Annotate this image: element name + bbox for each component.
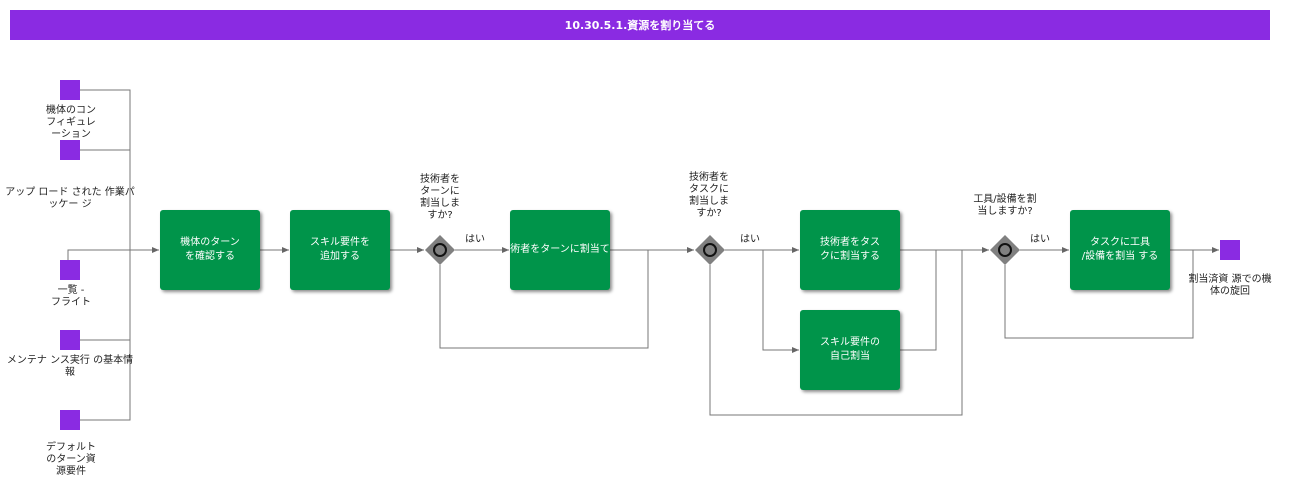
edge-task5-join (900, 250, 937, 351)
task-check-turn[interactable]: 機体のターン を確認する (160, 210, 260, 290)
input-label-maintenance-info: メンテナ ンス実行 の基本情 報 (6, 355, 134, 378)
input-label-configuration: 機体のコン フィギュレ ーション (46, 105, 96, 140)
task-self-assign-skill[interactable]: スキル要件の 自己割当 (800, 310, 900, 390)
data-input-icon (60, 260, 80, 280)
gateway-yes-label: はい (740, 234, 760, 245)
gateway-question-task: 技術者を タスクに 割当しま すか? (689, 172, 729, 219)
task-add-skill[interactable]: スキル要件を 追加する (290, 210, 390, 290)
data-output-icon (1220, 240, 1240, 260)
input-label-default-requirements: デフォルト のターン資 源要件 (46, 442, 96, 477)
edge-gw2-self (762, 250, 799, 353)
gateway-icon (425, 235, 455, 265)
task-assign-tools[interactable]: タスクに工具 /設備を割当 する (1070, 210, 1170, 290)
output-label: 割当済資 源での機 体の旋回 (1188, 274, 1272, 297)
gateway-yes-label: はい (1030, 234, 1050, 245)
edge-gw2-no (709, 250, 963, 416)
gateway-question-tools: 工具/設備を割 当しますか? (973, 194, 1037, 217)
edge-gw3-no (1004, 250, 1194, 339)
data-input-icon (60, 140, 80, 160)
task-assign-tech-turn[interactable]: 技術者をターンに割当てる (510, 210, 610, 290)
input-label-work-package: アップ ロード された 作業パ ッケー ジ (5, 187, 135, 210)
diagram-title: 10.30.5.1.資源を割り当てる (10, 10, 1270, 40)
edge-input-1 (80, 89, 131, 250)
task-assign-tech-task[interactable]: 技術者をタス クに割当する (800, 210, 900, 290)
gateway-icon (695, 235, 725, 265)
gateway-yes-label: はい (465, 234, 485, 245)
edge-input-5 (80, 340, 131, 421)
input-label-flight-list: 一覧 - フライト (51, 285, 91, 308)
data-input-icon (60, 80, 80, 100)
data-input-icon (60, 330, 80, 350)
gateway-question-turn: 技術者を ターンに 割当しま すか? (420, 174, 460, 221)
gateway-icon (990, 235, 1020, 265)
edge-gw1-no (439, 250, 649, 349)
data-input-icon (60, 410, 80, 430)
